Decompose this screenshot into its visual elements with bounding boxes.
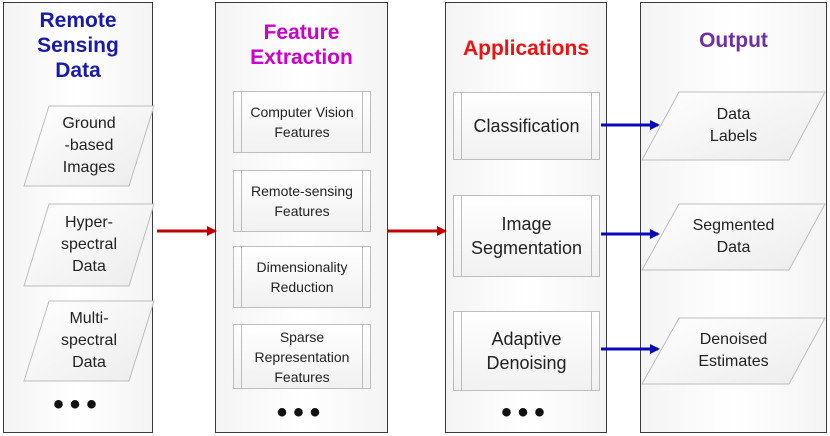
app-item-classification: Classification: [453, 92, 600, 160]
remote-item-hyperspectral-data: Hyper- spectral Data: [23, 203, 155, 287]
feature-extraction-title: Feature Extraction: [216, 20, 387, 70]
remote-title-line-3: Data: [55, 59, 101, 82]
feature-item-remote-sensing: Remote-sensing Features: [233, 170, 371, 232]
remote-item-label: Hyper- spectral Data: [60, 214, 118, 275]
applications-panel: Applications Classification Image Segmen…: [445, 2, 607, 433]
parallelogram-shape: [641, 317, 826, 385]
remote-ellipsis: •••: [53, 388, 103, 421]
parallelogram-shape: [641, 203, 826, 271]
feature-item-sparse-representation: Sparse Representation Features: [233, 324, 371, 389]
remote-item-label: Multi- spectral Data: [60, 310, 118, 371]
output-item-denoised-estimates: Denoised Estimates: [641, 317, 826, 385]
parallelogram-shape: [23, 300, 155, 382]
applications-title: Applications: [462, 37, 589, 60]
app-item-adaptive-denoising: Adaptive Denoising: [453, 311, 600, 391]
parallelogram-shape: [23, 105, 155, 187]
applications-ellipsis: •••: [501, 396, 551, 429]
feature-title-line-1: Feature: [263, 21, 340, 44]
feature-item-computer-vision: Computer Vision Features: [233, 91, 371, 153]
output-item-segmented-data: Segmented Data: [641, 203, 826, 271]
app-item-image-segmentation: Image Segmentation: [453, 195, 600, 277]
feature-ellipsis: •••: [276, 396, 327, 429]
output-item-data-labels: Data Labels: [641, 91, 826, 161]
feature-extraction-panel: Feature Extraction Computer Vision Featu…: [215, 2, 388, 433]
remote-item-label: Ground -based Images: [62, 115, 116, 176]
remote-sensing-title: Remote Sensing Data: [4, 8, 152, 83]
output-title: Output: [699, 29, 768, 52]
parallelogram-shape: [23, 203, 155, 287]
output-item-label: Data Labels: [709, 106, 758, 145]
remote-sensing-panel: Remote Sensing Data Ground -based Images…: [3, 2, 155, 433]
output-item-label: Segmented Data: [692, 217, 775, 256]
remote-title-line-2: Sensing: [37, 34, 119, 57]
remote-item-multispectral-data: Multi- spectral Data: [23, 300, 155, 382]
output-panel: Output Data Labels Segmented Data: [640, 2, 827, 433]
output-item-label: Denoised Estimates: [698, 331, 769, 370]
feature-title-line-2: Extraction: [250, 46, 353, 69]
parallelogram-shape: [641, 91, 826, 161]
feature-item-dimensionality-reduction: Dimensionality Reduction: [233, 246, 371, 308]
remote-item-ground-based-images: Ground -based Images: [23, 105, 155, 187]
remote-title-line-1: Remote: [39, 9, 117, 32]
